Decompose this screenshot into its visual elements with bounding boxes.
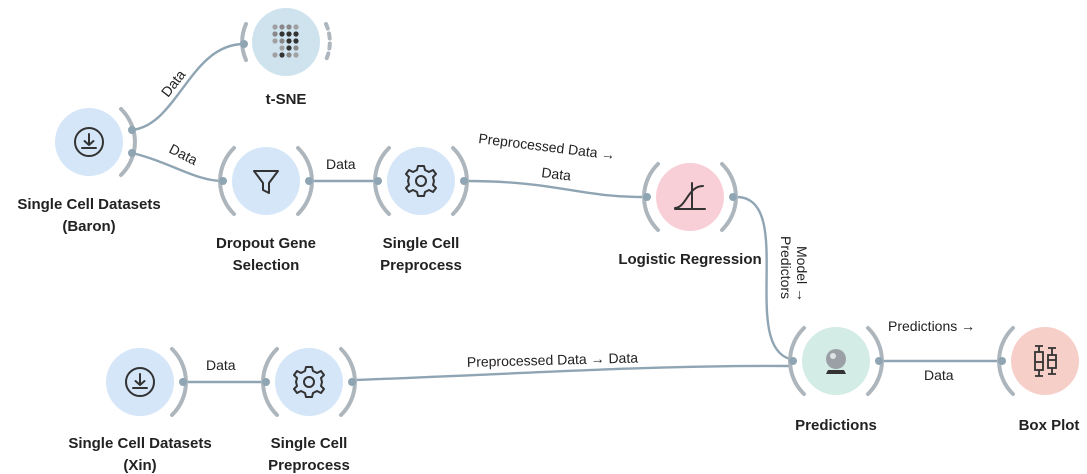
widget-single-cell-datasets-baron[interactable]: Single Cell Datasets (Baron) xyxy=(17,107,161,235)
link-label-xin-preprocess: Data xyxy=(206,357,236,373)
link-baron-dropout[interactable] xyxy=(131,151,223,183)
widget-label: Predictions xyxy=(795,417,877,434)
link-label-predictions-boxplot-line2: Data xyxy=(924,367,954,383)
link-label-predictions-boxplot-line1: Predictions → xyxy=(888,318,975,334)
widget-label-line2: (Xin) xyxy=(123,457,156,474)
widget-label-line1: Single Cell xyxy=(383,235,460,252)
link-label-preprocess-logreg-line1: Preprocessed Data → xyxy=(478,130,617,163)
widget-single-cell-datasets-xin[interactable]: Single Cell Datasets (Xin) xyxy=(68,347,212,474)
link-preprocess-logreg[interactable] xyxy=(465,179,643,199)
link-preprocess-predictions[interactable] xyxy=(353,364,791,382)
widget-label-line2: Preprocess xyxy=(268,457,350,474)
download-icon xyxy=(74,127,104,157)
filter-icon xyxy=(253,170,279,194)
widget-box-plot[interactable]: Box Plot xyxy=(997,326,1080,434)
widget-single-cell-preprocess-2[interactable]: Single Cell Preprocess xyxy=(261,347,357,474)
widget-logistic-regression[interactable]: Logistic Regression xyxy=(618,162,762,268)
widget-label-line1: Dropout Gene xyxy=(216,235,316,252)
widget-label-line1: Single Cell Datasets xyxy=(68,435,211,452)
box-plot-icon xyxy=(1034,345,1057,377)
widget-label: Box Plot xyxy=(1019,417,1080,434)
widget-label-line1: Single Cell xyxy=(271,435,348,452)
gear-icon xyxy=(293,366,325,398)
widget-label-line2: Preprocess xyxy=(380,257,462,274)
link-baron-tsne[interactable] xyxy=(131,42,245,132)
link-label-dropout-preprocess: Data xyxy=(326,156,356,172)
widget-label-line1: Single Cell Datasets xyxy=(17,196,160,213)
widget-label: t-SNE xyxy=(266,91,307,108)
link-label-preprocess-logreg-line2: Data xyxy=(541,164,573,184)
link-label-baron-tsne: Data xyxy=(158,67,189,100)
widget-label-line2: (Baron) xyxy=(62,218,115,235)
sigmoid-icon xyxy=(674,182,706,210)
link-label-logreg-predictions-line2: Predictors xyxy=(778,236,794,299)
link-label-preprocess-predictions: Preprocessed Data → Data xyxy=(467,350,639,370)
links xyxy=(131,42,1000,384)
widget-label-line2: Selection xyxy=(233,257,300,274)
widget-dropout-gene-selection[interactable]: Dropout Gene Selection xyxy=(216,146,316,274)
gear-icon xyxy=(405,165,437,197)
crystal-ball-icon xyxy=(826,349,846,374)
link-label-logreg-predictions-line1: Model → xyxy=(794,246,810,302)
tsne-scatter-icon xyxy=(272,24,299,58)
download-icon xyxy=(125,367,155,397)
widget-label: Logistic Regression xyxy=(618,251,761,268)
widget-tsne[interactable]: t-SNE xyxy=(240,8,332,108)
link-logreg-predictions[interactable] xyxy=(737,195,791,361)
widget-single-cell-preprocess-1[interactable]: Single Cell Preprocess xyxy=(373,146,469,274)
link-label-baron-dropout: Data xyxy=(167,140,201,168)
widget-predictions[interactable]: Predictions xyxy=(788,326,884,434)
